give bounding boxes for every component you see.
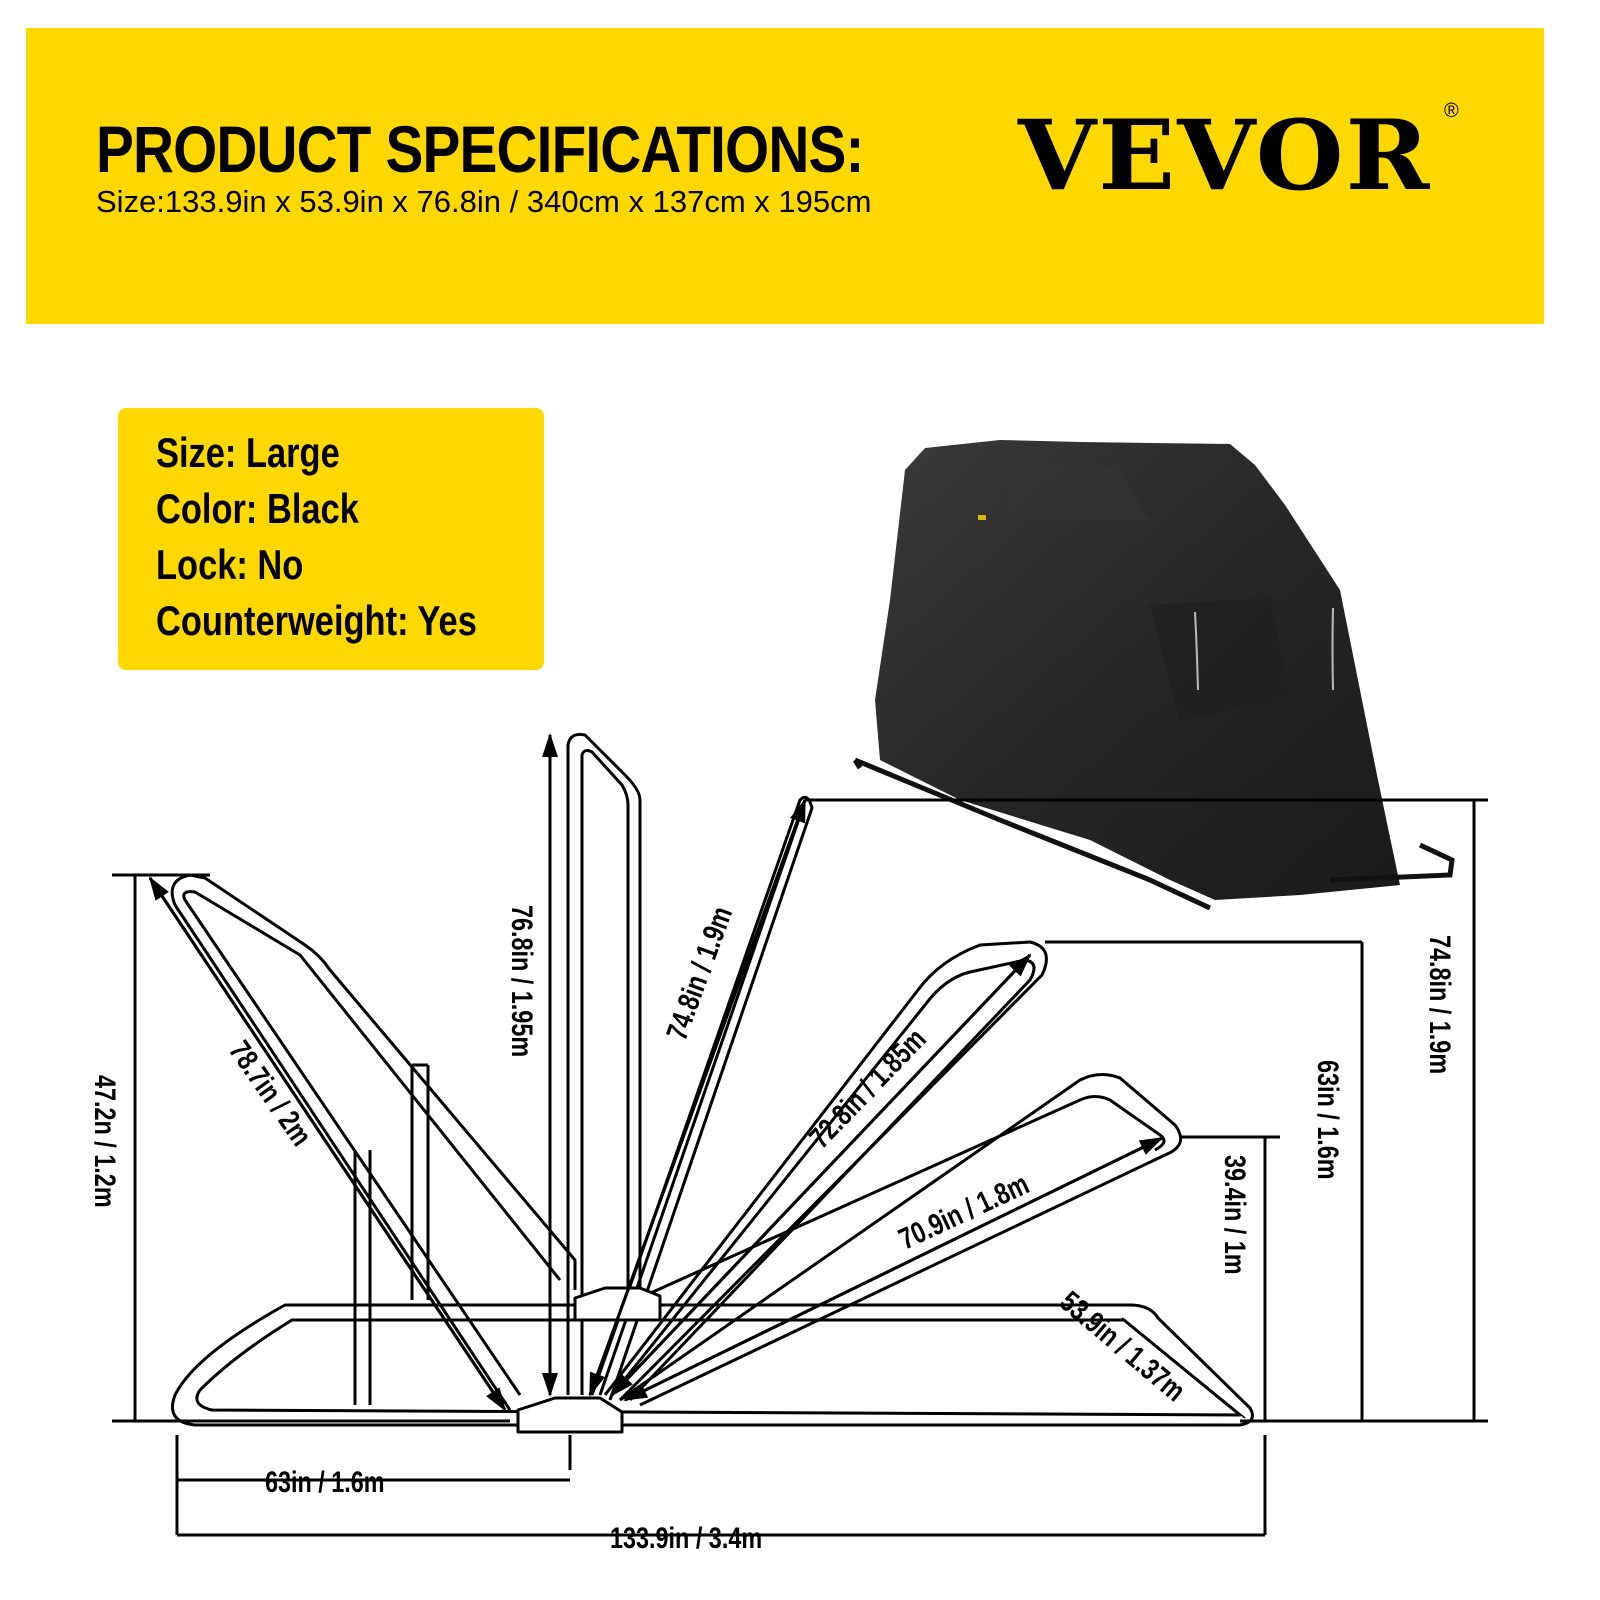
label-arm-1: 78.7in / 2m <box>223 1035 319 1152</box>
label-arm-2: 76.8in / 1.95m <box>505 905 538 1057</box>
spec-banner: PRODUCT SPECIFICATIONS: Size:133.9in x 5… <box>26 28 1544 324</box>
spec-counterweight: Counterweight: Yes <box>156 597 477 644</box>
spec-color: Color: Black <box>156 485 359 532</box>
registered-mark-icon: ® <box>1444 100 1459 122</box>
dimension-labels: 47.2n / 1.2m 78.7in / 2m 76.8in / 1.95m … <box>88 902 1456 1555</box>
label-height-39: 39.4in / 1m <box>1218 1155 1251 1275</box>
dimension-lines <box>112 733 1488 1537</box>
label-arm-4: 72.8in / 1.85m <box>803 1022 933 1155</box>
label-height-74: 74.8in / 1.9m <box>1423 935 1456 1074</box>
shelter-photo <box>852 440 1455 911</box>
spec-size: Size: Large <box>156 429 340 476</box>
label-base-front: 63in / 1.6m <box>265 1465 385 1498</box>
label-total-height-left: 47.2n / 1.2m <box>88 1075 121 1208</box>
label-height-63: 63in / 1.6m <box>1311 1060 1344 1180</box>
size-spec-line: Size:133.9in x 53.9in x 76.8in / 340cm x… <box>96 184 872 219</box>
label-width-diagonal: 53.9in / 1.37m <box>1054 1284 1192 1407</box>
spec-lock: Lock: No <box>156 541 304 588</box>
spec-summary-box: Size: Large Color: Black Lock: No Counte… <box>118 408 544 670</box>
page-title: PRODUCT SPECIFICATIONS: <box>96 112 864 186</box>
frame-lines <box>170 733 1254 1434</box>
label-total-length: 133.9in / 3.4m <box>610 1521 762 1554</box>
brand-logo: VEVOR <box>1018 99 1432 212</box>
